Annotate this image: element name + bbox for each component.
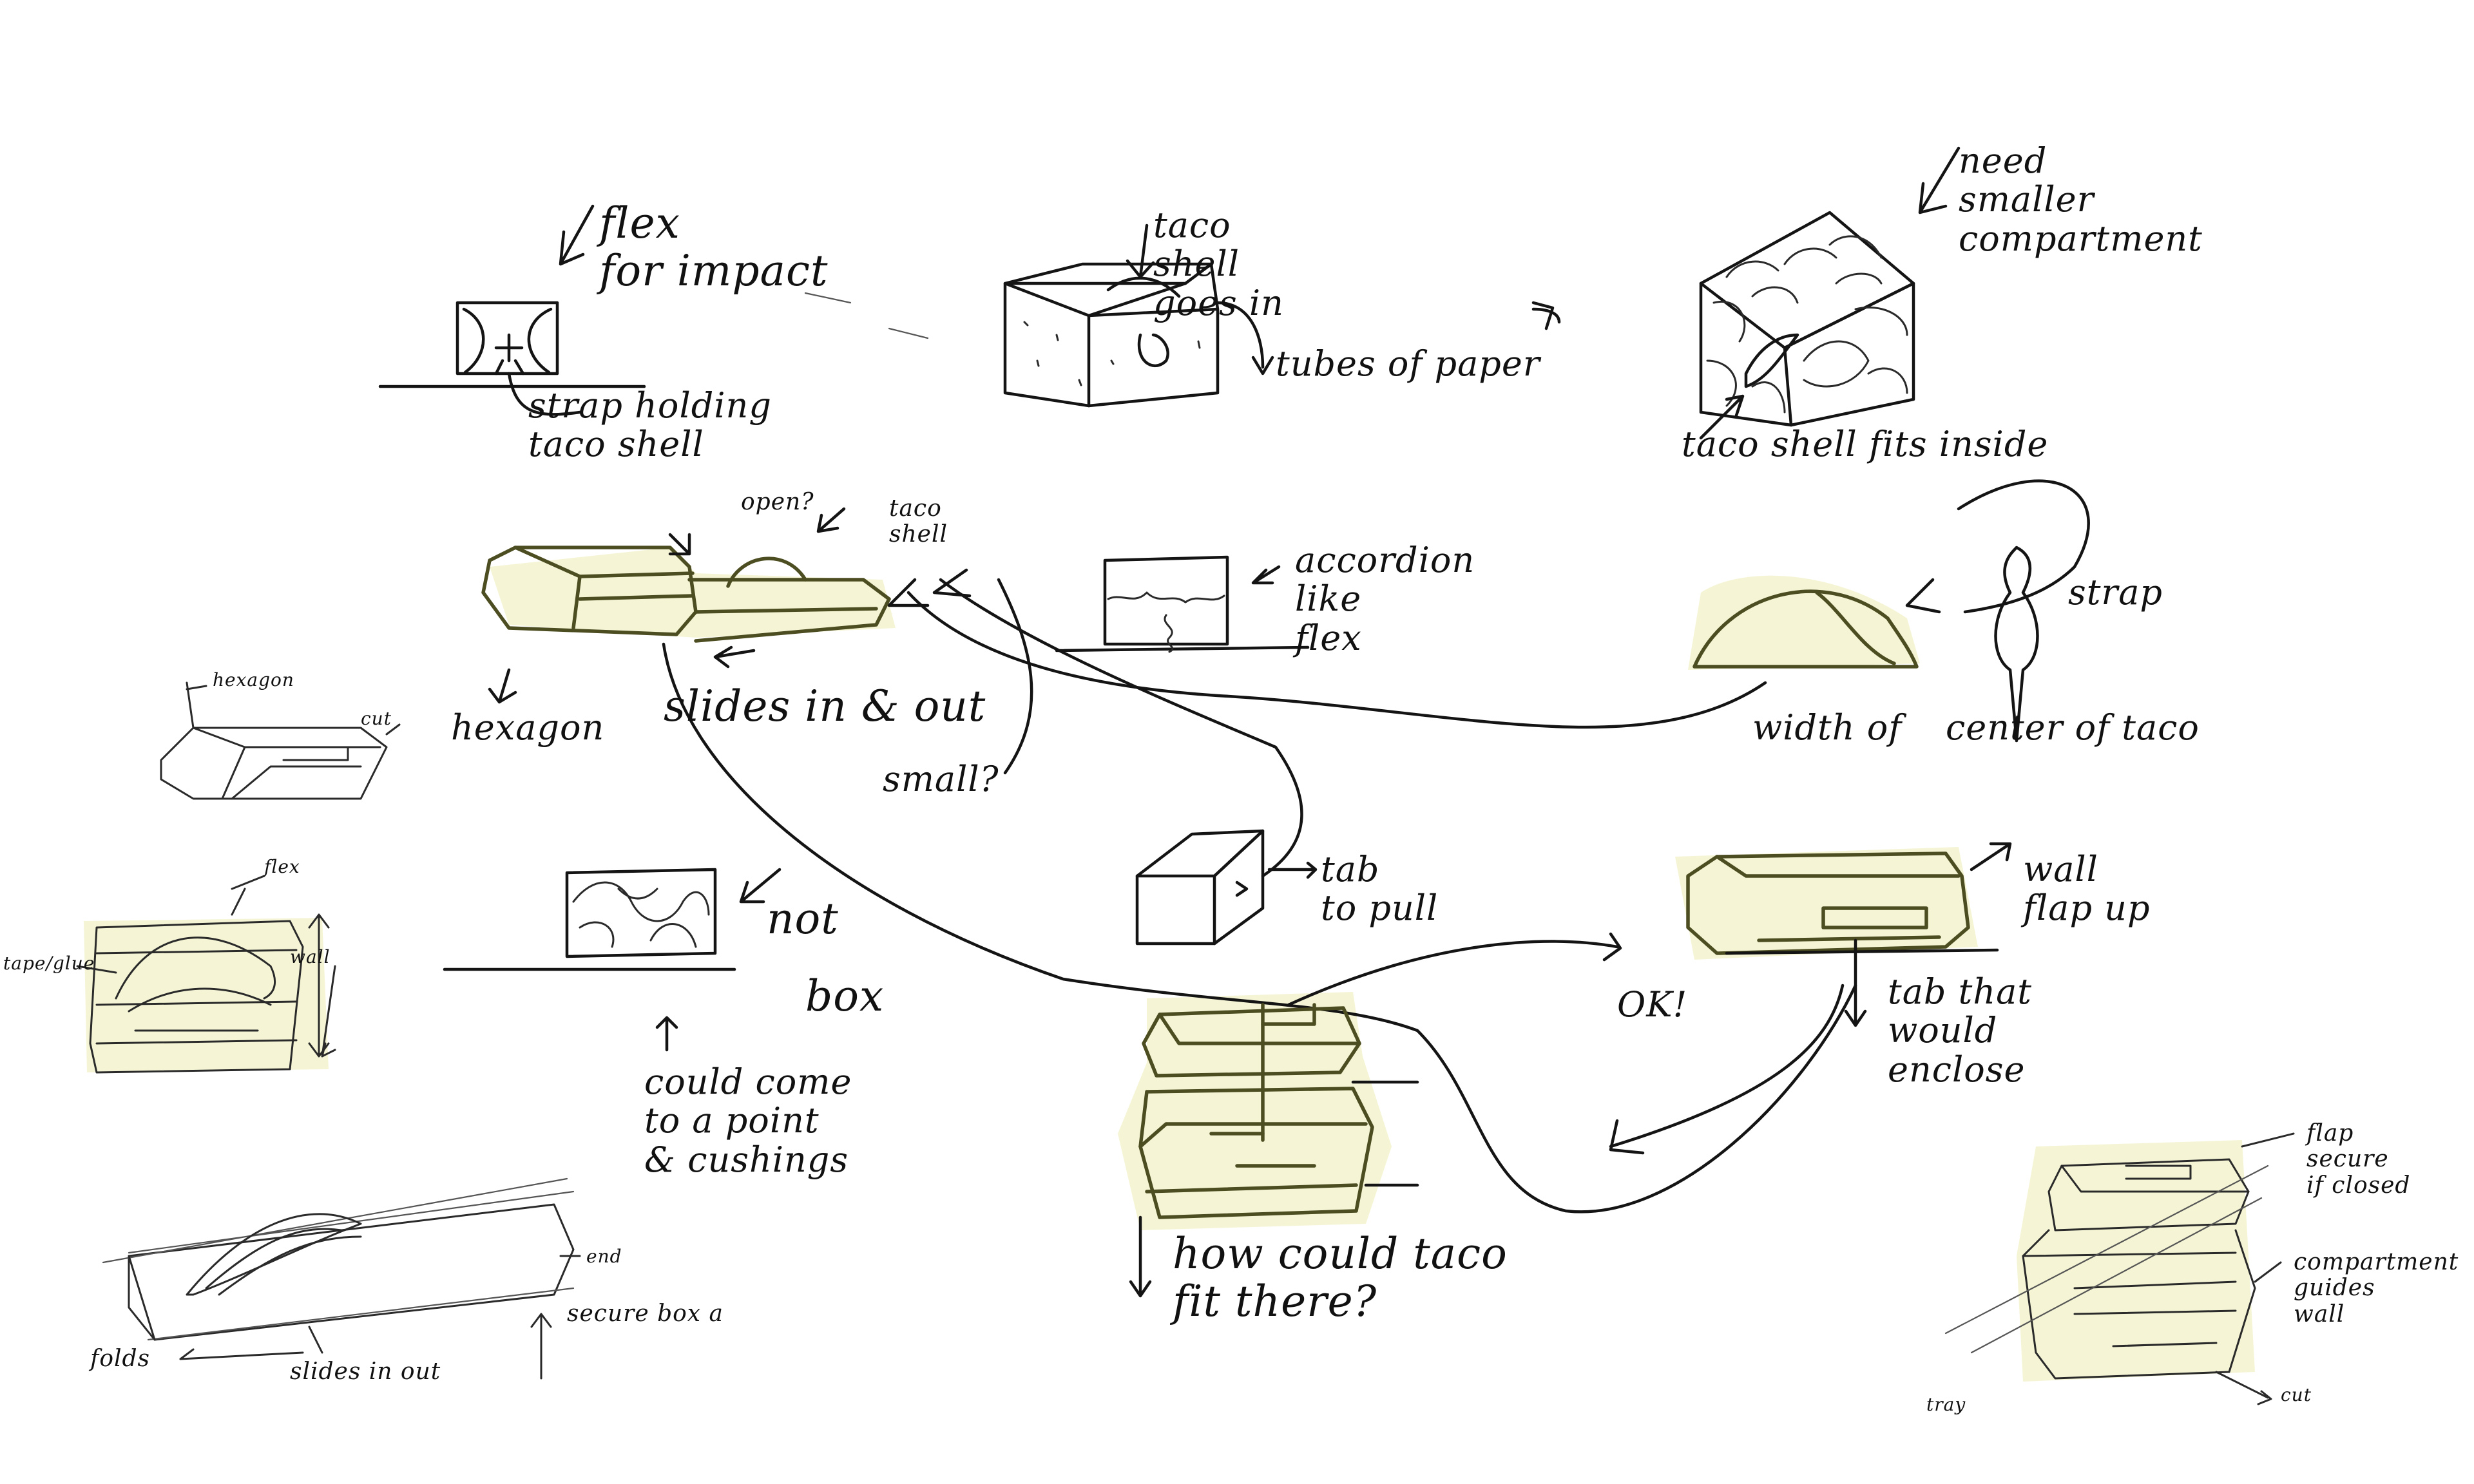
note-box: box xyxy=(805,971,885,1021)
note-need-smaller: need smaller compartment xyxy=(1959,140,2203,259)
note-width-of: width of xyxy=(1752,707,1903,748)
note-tubes-of-paper: tubes of paper xyxy=(1276,343,1540,384)
highlight-washes xyxy=(84,547,2255,1382)
note-open: open? xyxy=(741,489,814,515)
note-tray: tray xyxy=(1926,1394,1966,1415)
bottom-right-box-sketch xyxy=(1944,1132,2295,1405)
note-accordion: accordion like flex xyxy=(1295,540,1475,658)
note-ok: OK! xyxy=(1617,984,1688,1025)
note-taco-shell: taco shell xyxy=(889,495,948,548)
tubes-box-sketch xyxy=(1003,224,1274,408)
note-how-could: how could taco fit there? xyxy=(1173,1229,1508,1326)
note-small: small? xyxy=(883,759,999,799)
stacked-boxes-sketch xyxy=(1129,1003,1419,1298)
note-tab-to-pull: tab to pull xyxy=(1321,849,1439,929)
note-cut: cut xyxy=(361,708,392,729)
note-taco-shell-fits-inside: taco shell fits inside xyxy=(1682,424,2049,464)
note-secure-box: secure box a xyxy=(567,1300,724,1327)
note-flex-for-impact: flex for impact xyxy=(599,198,829,296)
note-wall-flap-up: wall flap up xyxy=(2023,849,2151,929)
note-slides-in-out-small: slides in out xyxy=(290,1358,441,1385)
note-strap: strap xyxy=(2068,572,2163,613)
accordion-box-sketch xyxy=(1055,555,1310,653)
note-wall-small: wall xyxy=(290,946,331,967)
note-cut-bottom: cut xyxy=(2281,1384,2312,1405)
small-flex-box xyxy=(76,875,336,1074)
note-flap-secure: flap secure if closed xyxy=(2306,1120,2411,1199)
long-box-sketch xyxy=(102,1177,581,1380)
flow-connectors xyxy=(662,301,2090,1213)
note-hexagon-small: hexagon xyxy=(213,669,294,690)
note-slides-in-out: slides in & out xyxy=(664,681,986,731)
small-hexagon-sketch xyxy=(160,681,401,800)
flex-frame-sketch xyxy=(378,204,929,416)
note-compartment-guides: compartment guides wall xyxy=(2294,1249,2459,1327)
note-could-come: could come to a point & cushings xyxy=(644,1061,852,1180)
taco-dome-sketch xyxy=(1692,546,2039,743)
note-taco-shell-goes-in: taco shell goes in xyxy=(1153,205,1284,323)
tab-to-pull-box xyxy=(1135,829,1318,946)
compartment-cube-sketch xyxy=(1699,146,1961,440)
note-flex-small: flex xyxy=(264,856,300,877)
note-tape-glue: tape/glue xyxy=(3,953,95,974)
not-box-sketch xyxy=(443,868,782,1052)
note-strap-holding: strap holding taco shell xyxy=(528,385,772,465)
note-not: not xyxy=(767,894,839,944)
note-end: end xyxy=(586,1246,622,1267)
wall-flap-box xyxy=(1686,842,2012,1027)
hexagon-slide-box xyxy=(481,507,891,704)
note-hexagon: hexagon xyxy=(451,707,605,748)
note-folds: folds xyxy=(90,1346,151,1372)
note-center-of-taco: center of taco xyxy=(1946,707,2200,748)
note-tab-that: tab that would enclose xyxy=(1888,971,2032,1090)
